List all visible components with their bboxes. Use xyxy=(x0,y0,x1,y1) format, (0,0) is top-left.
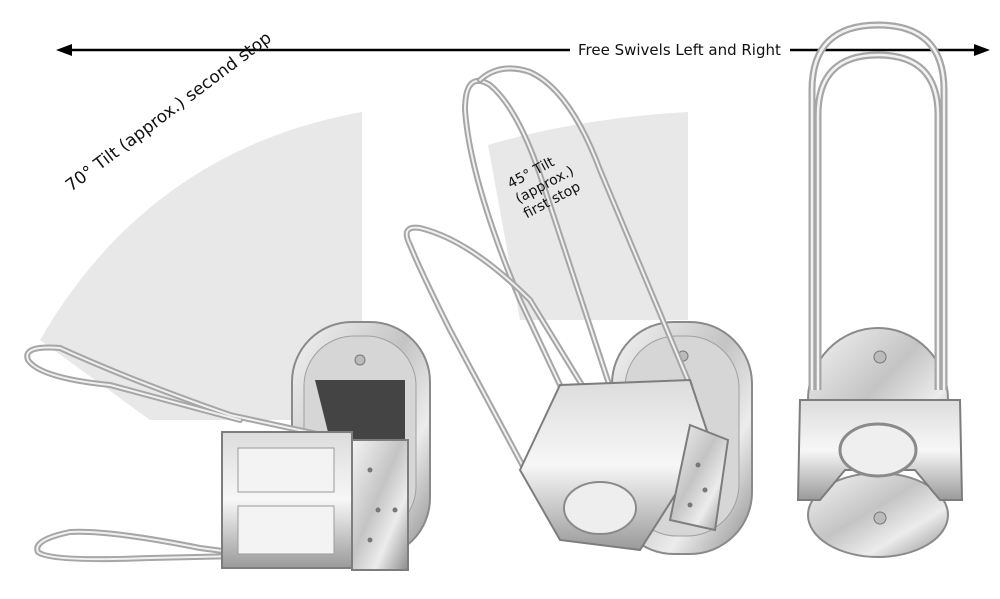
holder-70-tilt xyxy=(24,321,431,571)
holder-upright xyxy=(796,21,964,558)
holder-45-tilt xyxy=(403,65,753,555)
swivel-arrow xyxy=(56,44,990,56)
tilt-wedge-70 xyxy=(40,112,362,420)
swivel-label: Free Swivels Left and Right xyxy=(575,40,784,60)
